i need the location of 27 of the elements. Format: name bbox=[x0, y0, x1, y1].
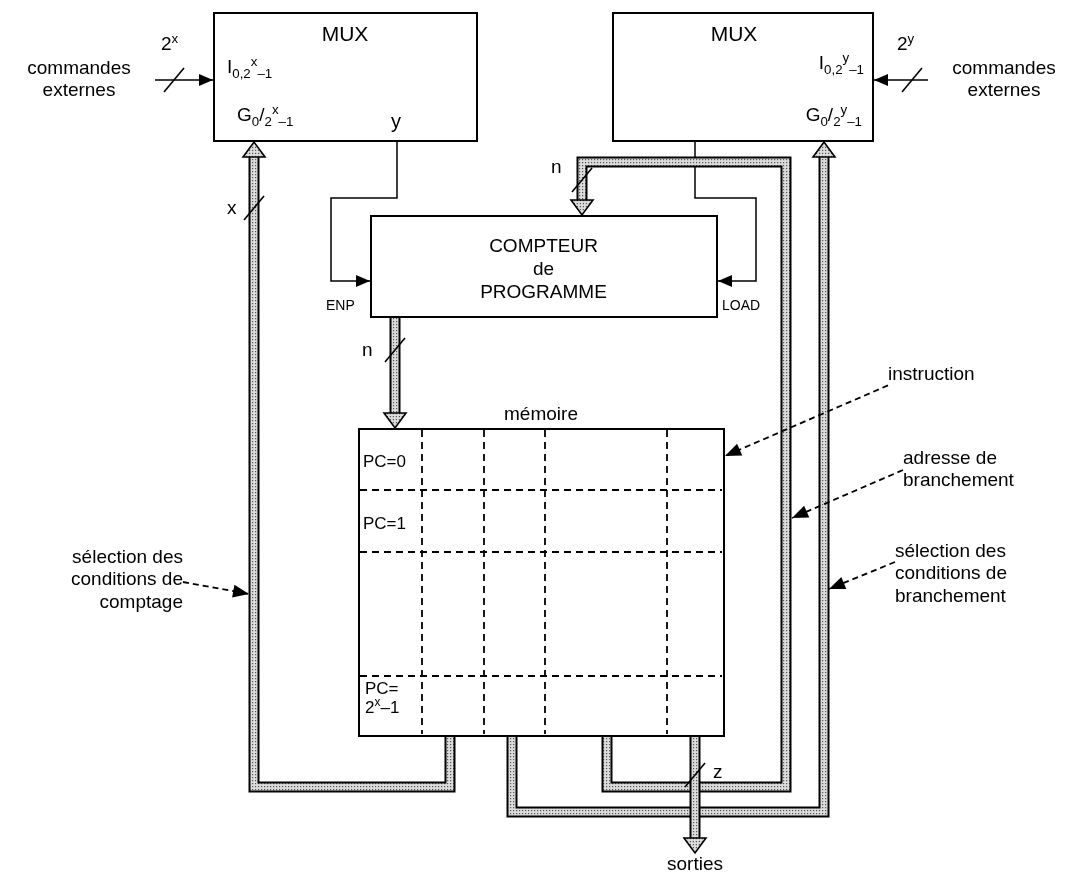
annotation-text: adresse de branchement bbox=[903, 447, 1033, 492]
input-label: commandes externes bbox=[3, 57, 155, 102]
row-label: PC=1 bbox=[363, 514, 406, 534]
leader-line bbox=[828, 561, 896, 590]
multiplexer-box bbox=[612, 12, 874, 142]
row-label: PC=0 bbox=[363, 452, 406, 472]
leader-line bbox=[182, 581, 250, 598]
input-label: commandes externes bbox=[928, 57, 1080, 102]
output-label: sorties bbox=[655, 853, 735, 876]
arrow bbox=[694, 141, 757, 287]
annotation-text: instruction bbox=[888, 363, 1018, 386]
box-title: COMPTEUR de PROGRAMME bbox=[479, 235, 608, 304]
memory-heading: mémoire bbox=[503, 403, 579, 425]
arrow bbox=[330, 141, 398, 287]
box-title: MUX bbox=[709, 22, 759, 47]
row-label: PC= 2$^{x}$–1 bbox=[365, 680, 401, 716]
arrow bbox=[873, 74, 929, 86]
annotation-text: sélection des conditions de branchement bbox=[895, 540, 1047, 608]
arrow bbox=[154, 74, 214, 86]
leader-line bbox=[791, 469, 904, 519]
signal-label: LOAD bbox=[722, 297, 761, 314]
port-label: y bbox=[391, 110, 401, 133]
leader-line bbox=[724, 384, 889, 457]
multiplexer-box bbox=[213, 12, 478, 142]
box-title: MUX bbox=[320, 22, 370, 47]
signal-label: ENP bbox=[326, 297, 355, 314]
annotation-text: sélection des conditions de comptage bbox=[5, 546, 183, 614]
